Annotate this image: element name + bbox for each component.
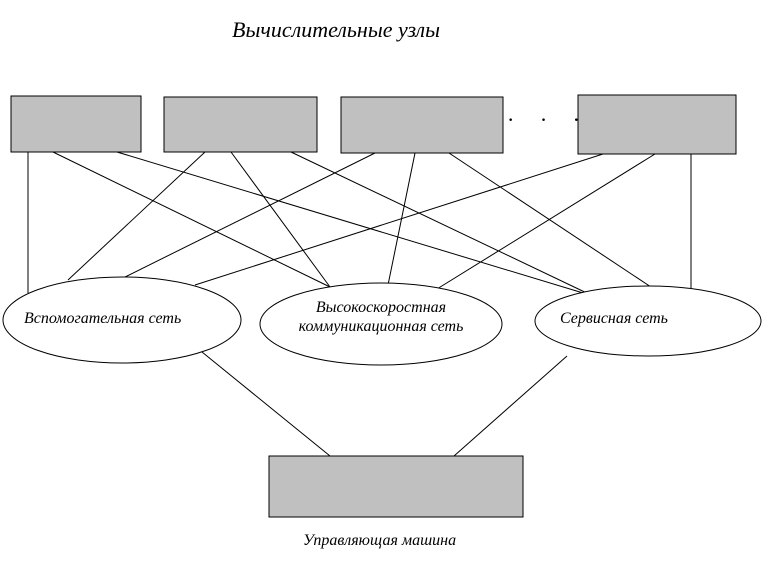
comm-network-label-line1: Высокоскоростная bbox=[315, 299, 447, 316]
link-node4-aux bbox=[194, 153, 604, 286]
aux-network-label: Вспомогательная сеть bbox=[24, 310, 182, 327]
link-service-control bbox=[453, 355, 568, 457]
link-node2-comm bbox=[230, 151, 331, 288]
link-node1-comm bbox=[52, 151, 331, 288]
compute-node-1 bbox=[10, 95, 142, 153]
comm-network-label: Высокоскоростная коммуникационная сеть bbox=[259, 298, 503, 336]
aux-network-ellipse bbox=[2, 276, 242, 364]
service-network-label: Сервисная сеть bbox=[560, 310, 668, 327]
link-node2-service bbox=[290, 151, 594, 297]
compute-node-2 bbox=[163, 96, 318, 153]
link-node1-service bbox=[116, 151, 594, 297]
compute-node-4 bbox=[577, 94, 737, 155]
link-node3-service bbox=[448, 152, 655, 290]
comm-network-ellipse bbox=[259, 282, 503, 366]
link-node2-aux bbox=[67, 151, 206, 281]
link-node3-aux bbox=[124, 152, 376, 278]
link-aux-control bbox=[201, 351, 331, 457]
control-machine-box bbox=[268, 455, 524, 518]
service-network-ellipse bbox=[534, 285, 762, 357]
diagram-title: Вычислительные узлы bbox=[232, 17, 440, 42]
link-node4-comm bbox=[436, 153, 656, 290]
control-machine-label: Управляющая машина bbox=[303, 532, 457, 549]
comm-network-label-line2: коммуникационная сеть bbox=[298, 318, 464, 335]
ellipsis-more-nodes: · · · bbox=[507, 107, 590, 132]
compute-node-3 bbox=[340, 96, 504, 154]
